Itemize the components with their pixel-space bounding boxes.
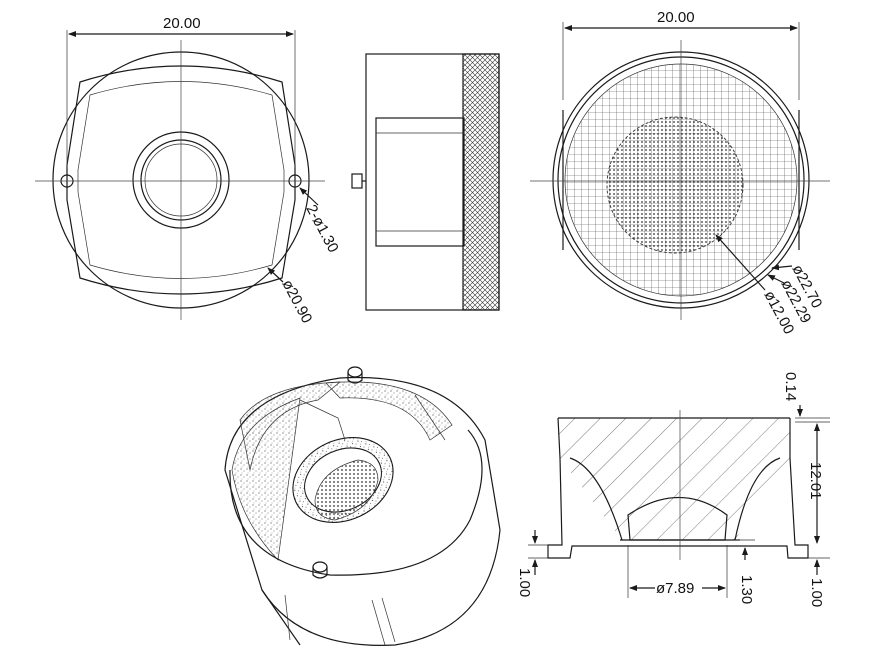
dim-section-bottom-left: 1.00 bbox=[516, 568, 533, 597]
dim-grid-width: 20.00 bbox=[657, 9, 695, 26]
grid-view: 20.00 ø22.70 ø22.29 ø12.00 bbox=[530, 9, 830, 337]
dim-section-bottom-right: 1.00 bbox=[808, 578, 825, 607]
isometric-view bbox=[224, 366, 501, 646]
front-view: 20.00 2-ø1.30 ø20.90 bbox=[35, 15, 342, 326]
dim-section-bore: ø7.89 bbox=[656, 580, 694, 597]
dim-section-top: 0.14 bbox=[782, 372, 799, 401]
side-view bbox=[351, 53, 500, 311]
dim-front-width: 20.00 bbox=[163, 15, 201, 32]
dim-section-height: 12.01 bbox=[807, 462, 824, 500]
dim-front-holes: 2-ø1.30 bbox=[302, 202, 341, 256]
dim-section-step: 1.30 bbox=[738, 575, 755, 604]
dim-front-outer-dia: ø20.90 bbox=[278, 277, 315, 326]
section-view: 0.14 12.01 1.00 1.00 ø7.89 1.30 bbox=[516, 372, 830, 607]
